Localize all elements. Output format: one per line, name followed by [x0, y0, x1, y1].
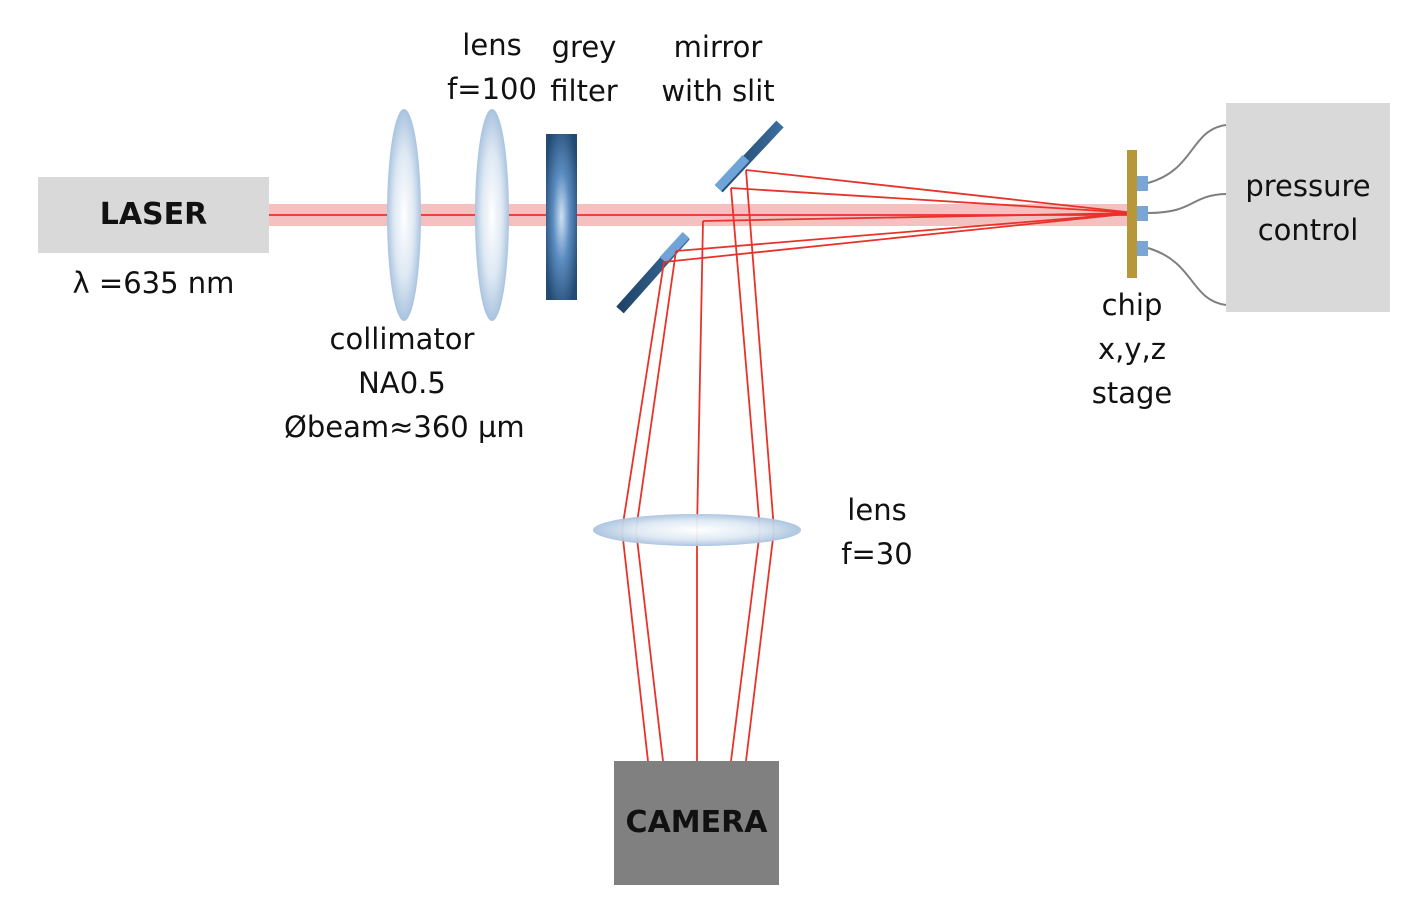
lens-f30: [593, 514, 801, 546]
grey-filter-label: grey filter: [534, 25, 634, 113]
lens-f100-line-2: f=100: [447, 72, 537, 106]
grey-filter: [546, 134, 577, 300]
lens-f30-line-1: lens: [847, 493, 907, 527]
collimator-line-1: collimator: [329, 322, 475, 356]
laser-box: [38, 177, 269, 253]
lens-f30-label: lens f=30: [834, 488, 920, 576]
lens-f30-line-2: f=30: [841, 537, 913, 571]
chip-line-3: stage: [1091, 376, 1173, 410]
pressure-line-2: control: [1257, 213, 1359, 247]
pressure-control-box: [1226, 103, 1390, 312]
chip-line-2: x,y,z: [1098, 332, 1166, 366]
chip-stage: [1127, 150, 1137, 278]
chip-label: chip x,y,z stage: [1082, 283, 1182, 415]
mirror-lower-highlight: [659, 231, 690, 264]
chip-port-2: [1137, 206, 1148, 221]
mirror-label: mirror with slit: [648, 25, 788, 113]
mirror-line-1: mirror: [673, 30, 763, 64]
collimator-line-3: Øbeam≈360 µm: [284, 410, 525, 444]
pressure-control-label: pressure control: [1226, 164, 1390, 252]
grey-filter-line-2: filter: [550, 74, 618, 108]
collimator-line-2: NA0.5: [358, 366, 446, 400]
chip-port-3: [1137, 241, 1148, 256]
pressure-tubing: [1147, 124, 1227, 306]
camera-label: CAMERA: [625, 805, 768, 840]
mirror-upper-highlight: [714, 154, 750, 192]
grey-filter-line-1: grey: [551, 30, 617, 64]
collimator-label: collimator NA0.5 Øbeam≈360 µm: [284, 317, 525, 449]
chip-line-1: chip: [1101, 288, 1163, 322]
wavelength-label: λ =635 nm: [72, 266, 235, 300]
lens-f100: [475, 109, 509, 321]
lens-f100-line-1: lens: [462, 28, 522, 62]
mirror-line-2: with slit: [661, 74, 775, 108]
collimator-lens: [387, 109, 421, 321]
pressure-line-1: pressure: [1245, 169, 1371, 203]
reflected-rays: [621, 169, 1136, 762]
laser-label: LASER: [99, 197, 208, 232]
chip-port-1: [1137, 176, 1148, 191]
camera-box: [614, 761, 779, 885]
lens-f100-label: lens f=100: [440, 23, 544, 111]
